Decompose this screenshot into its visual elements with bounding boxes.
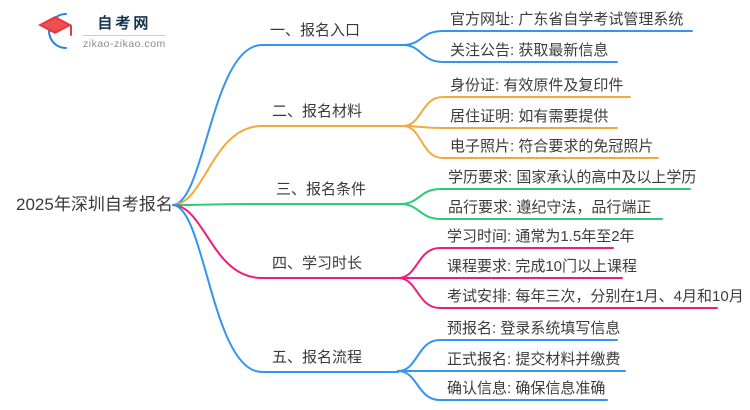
leaf-node: 确认信息: 确保信息准确 (447, 380, 606, 397)
leaf-line-4-3 (397, 277, 718, 309)
branch-node-materials: 二、报名材料 (272, 103, 363, 120)
leaf-node: 正式报名: 提交材料并缴费 (447, 351, 621, 368)
branch-line-1 (172, 44, 404, 206)
logo-site-name: 自考网 (83, 12, 166, 36)
leaf-node: 考试安排: 每年三次，分别在1月、4月和10月 (447, 288, 744, 305)
leaf-node: 居住证明: 如有需要提供 (450, 108, 609, 125)
leaf-line-1-2 (402, 44, 618, 63)
leaf-node: 课程要求: 完成10门以上课程 (447, 258, 638, 275)
leaf-node: 官方网址: 广东省自学考试管理系统 (450, 11, 684, 28)
leaf-node: 预报名: 登录系统填写信息 (447, 320, 621, 337)
site-logo[interactable]: 自考网 zikao-zikao.com (33, 9, 166, 53)
leaf-node: 学历要求: 国家承认的高中及以上学历 (448, 169, 697, 186)
branch-line-2 (172, 125, 404, 206)
branch-line-3 (172, 203, 401, 206)
root-node: 2025年深圳自考报名 (16, 195, 173, 214)
leaf-node: 身份证: 有效原件及复印件 (450, 77, 624, 94)
leaf-node: 电子照片: 符合要求的免冠照片 (450, 138, 654, 155)
branch-line-5 (172, 204, 399, 373)
leaf-line-2-3 (402, 125, 659, 159)
leaf-line-5-1 (397, 339, 618, 372)
leaf-line-3-2 (399, 203, 663, 220)
branch-line-4 (172, 204, 399, 279)
branch-node-process: 五、报名流程 (272, 349, 363, 366)
leaf-line-4-1 (397, 247, 614, 279)
leaf-line-5-3 (397, 370, 608, 401)
logo-site-url: zikao-zikao.com (83, 38, 166, 50)
branch-node-conditions: 三、报名条件 (276, 181, 367, 198)
graduation-cap-logo-icon (38, 13, 72, 49)
leaf-node: 关注公告: 获取最新信息 (450, 42, 609, 59)
leaf-line-2-2 (402, 125, 618, 129)
branch-node-duration: 四、学习时长 (272, 255, 363, 272)
leaf-node: 品行要求: 遵纪守法，品行端正 (448, 199, 652, 216)
branch-node-entry: 一、报名入口 (270, 22, 361, 39)
leaf-node: 学习时间: 通常为1.5年至2年 (447, 228, 635, 245)
leaf-line-2-1 (402, 96, 631, 127)
